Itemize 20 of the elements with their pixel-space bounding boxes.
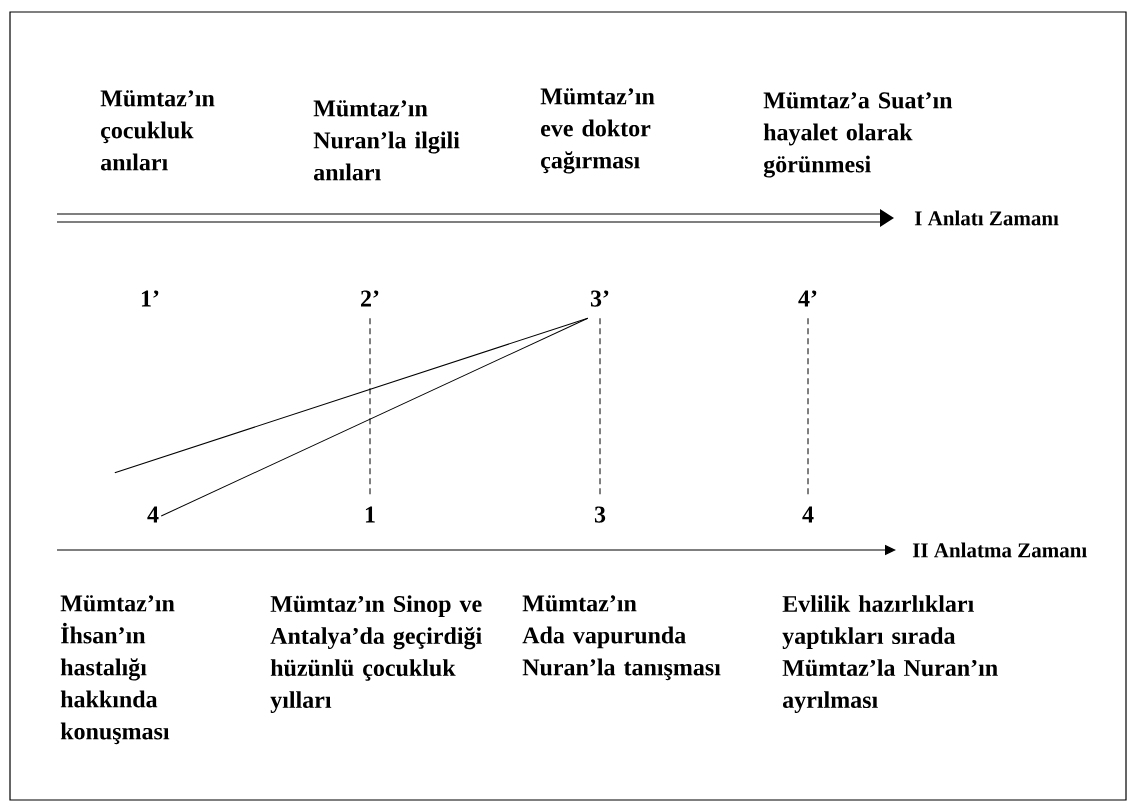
event-number: 1	[365, 506, 375, 523]
event-number: 2’	[361, 290, 379, 307]
axis-label: I Anlatı Zamanı	[914, 210, 1059, 226]
event-number: 4’	[798, 290, 817, 307]
event-description: Mümtaz’a Suat’ın hayalet olarak görünmesi	[763, 92, 953, 178]
event-description: Mümtaz’ın Sinop ve Antalya’da geçirdiği hüzünlü çocukluk yılları	[270, 595, 482, 713]
event-description: Evlilik hazırlıkları yaptıkları sırada Mümtaz’la Nuran’ın ayrılması	[782, 595, 998, 713]
event-number: 3’	[590, 290, 609, 307]
event-number: 3	[594, 506, 606, 523]
event-description: Mümtaz’ın Ada vapurunda Nuran’la tanışması	[522, 595, 721, 681]
event-number: 1’	[141, 290, 159, 307]
event-number: 4	[802, 506, 814, 523]
axis-label: II Anlatma Zamanı	[912, 542, 1087, 558]
event-description: Mümtaz’ın çocukluk anıları	[100, 90, 215, 171]
event-number: 4	[147, 506, 159, 523]
connector-line	[114, 317, 589, 474]
event-description: Mümtaz’ın İhsan’ın hastalığı hakkında konuşması	[60, 595, 175, 745]
event-description: Mümtaz’ın Nuran’la ilgili anıları	[313, 100, 460, 181]
connector-line	[160, 317, 589, 517]
event-description: Mümtaz’ın eve doktor çağırması	[540, 88, 655, 174]
